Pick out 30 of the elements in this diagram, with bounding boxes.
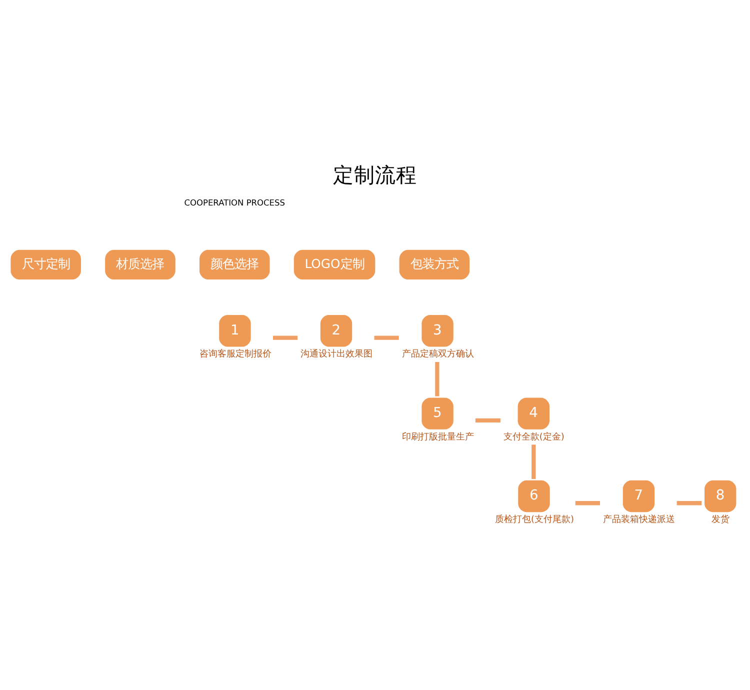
node-box: 颜色选择 [199,250,270,280]
node-box: 4 [518,398,550,430]
node-box: 2 [320,315,352,347]
node-label: 产品定稿双方确认 [402,350,474,360]
connector [575,501,600,506]
node-label: 沟通设计出效果图 [300,350,373,360]
node-label: 咨询客服定制报价 [199,350,272,360]
connector [532,444,536,479]
node-label: 产品装箱快递派送 [603,515,676,526]
node-box: 材质选择 [105,250,176,280]
diagram-title: 定制流程 [333,163,417,188]
node-box: 3 [422,315,454,347]
node-box: 尺寸定制 [10,250,81,280]
node-box: 包装方式 [399,250,470,280]
node-label: 质检打包(支付尾款) [495,515,574,526]
node-box: 1 [219,315,251,347]
node-box: 7 [622,480,655,512]
connector [435,362,440,396]
connector [273,336,298,340]
connector [374,336,399,340]
node-box: 5 [422,398,454,430]
connector [676,501,702,506]
connector [475,418,500,423]
label: COOPERATION PROCESS [184,198,285,208]
node-box: LOGO定制 [294,250,376,280]
node-label: 印刷打版批量生产 [402,432,474,442]
node-box: 8 [704,480,736,512]
node-label: 发货 [711,515,730,526]
node-box: 6 [518,480,550,512]
node-label: 支付全款(定金) [503,432,564,442]
